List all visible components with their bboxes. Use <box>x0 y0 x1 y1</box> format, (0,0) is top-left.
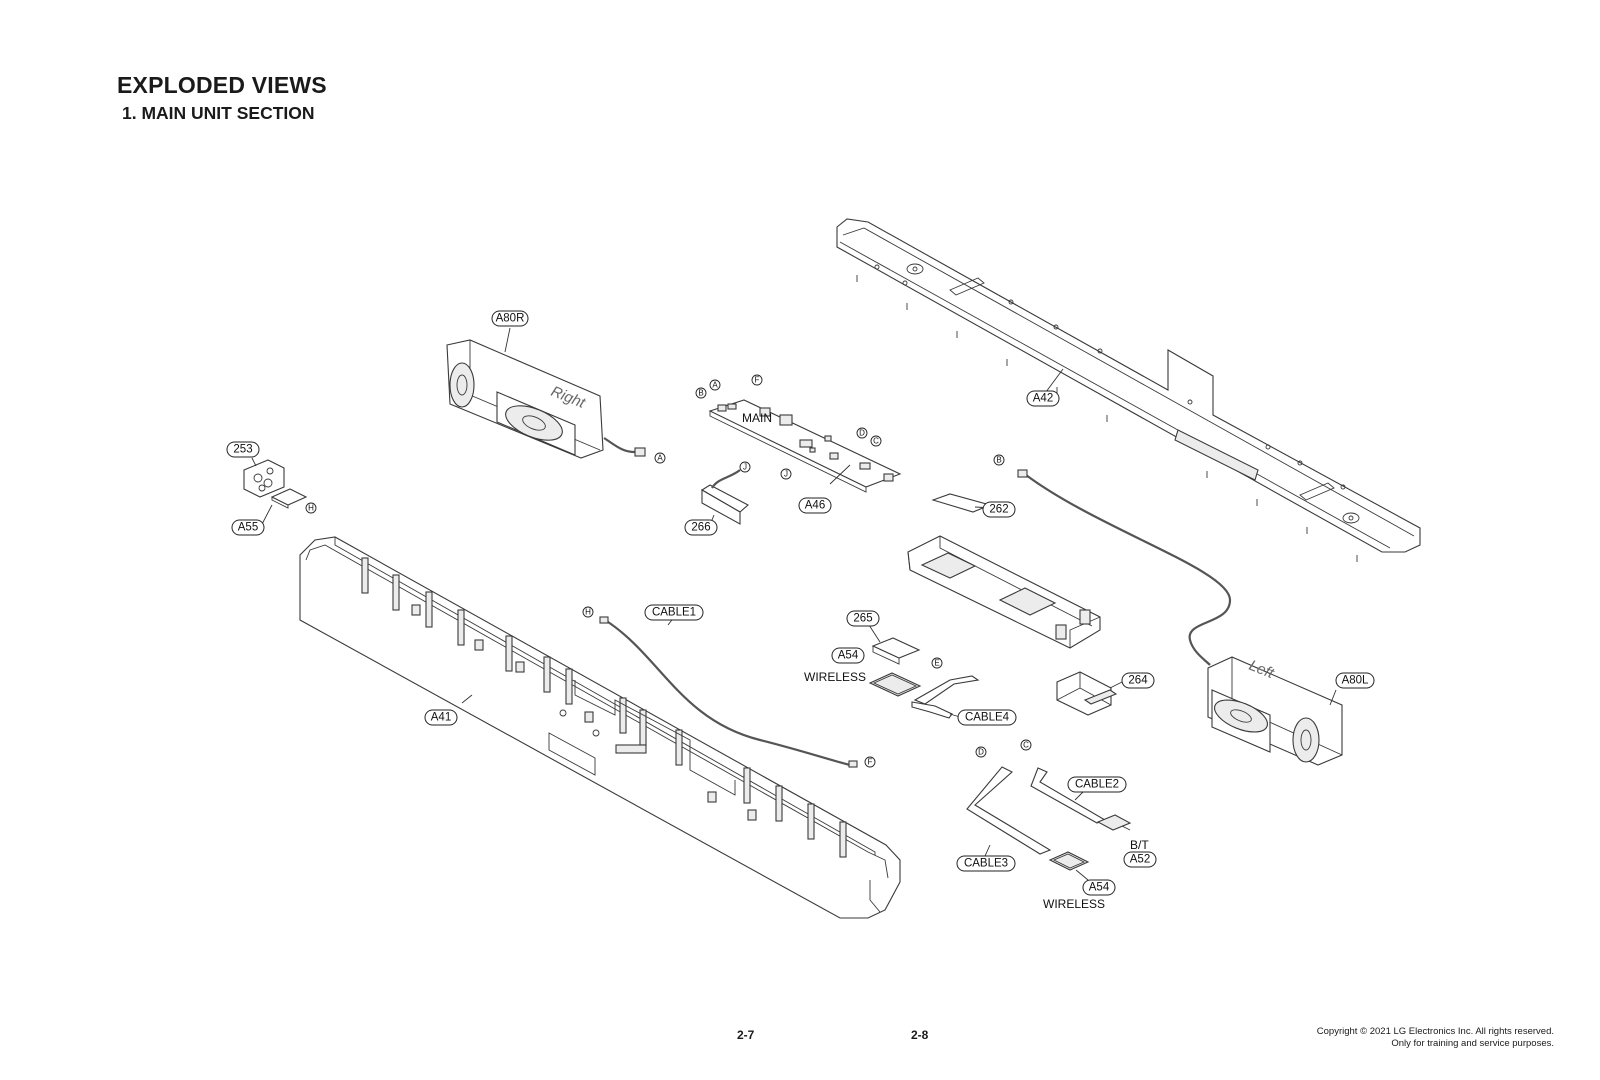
bt-label: B/T <box>1130 838 1149 852</box>
part-speaker-left-cable <box>1017 469 1232 666</box>
svg-text:262: 262 <box>989 504 1008 516</box>
callout-cable2: CABLE2 <box>1067 776 1127 793</box>
connector-j-board <box>780 468 792 480</box>
callout-253: 253 <box>226 441 260 458</box>
callout-a46: A46 <box>798 497 832 514</box>
callout-264: 264 <box>1121 672 1155 689</box>
callout-cable4: CABLE4 <box>957 709 1017 726</box>
svg-text:J: J <box>784 470 788 479</box>
connector-d-cable <box>975 746 987 758</box>
connector-b-board <box>695 387 707 399</box>
page-title: EXPLODED VIEWS <box>117 72 327 98</box>
svg-text:266: 266 <box>691 522 710 534</box>
wireless-label-top: WIRELESS <box>804 670 866 684</box>
copyright-notice: Copyright © 2021 LG Electronics Inc. All… <box>1317 1026 1554 1050</box>
part-264-bracket <box>1056 671 1123 716</box>
svg-text:B: B <box>996 456 1001 465</box>
svg-text:F: F <box>755 376 760 385</box>
connector-h-board <box>305 502 317 514</box>
part-a54-wireless-module-top <box>868 672 922 697</box>
wireless-label-bottom: WIRELESS <box>1043 897 1105 911</box>
svg-text:J: J <box>743 463 747 472</box>
svg-text:A52: A52 <box>1130 854 1150 866</box>
callout-cable3: CABLE3 <box>956 855 1016 872</box>
connector-c-board <box>870 435 882 447</box>
svg-text:B: B <box>698 389 703 398</box>
svg-text:A42: A42 <box>1033 393 1053 405</box>
section-subtitle: 1. MAIN UNIT SECTION <box>122 103 315 123</box>
page-number-right: 2-8 <box>911 1028 929 1042</box>
part-a41-front-housing <box>299 536 901 919</box>
part-cable3 <box>966 766 1052 857</box>
callout-a42: A42 <box>1026 390 1060 407</box>
connector-d-board <box>856 427 868 439</box>
connector-f-board <box>751 374 763 386</box>
callout-a54-top: A54 <box>831 647 865 664</box>
svg-text:A80R: A80R <box>496 313 525 325</box>
connector-j-part <box>739 461 751 473</box>
callout-a54-bottom: A54 <box>1082 879 1116 896</box>
svg-text:A: A <box>712 381 718 390</box>
svg-text:A41: A41 <box>431 712 451 724</box>
callout-cable1: CABLE1 <box>644 604 704 621</box>
part-a46-main-board: MAIN <box>708 399 902 493</box>
part-a54-wireless-module-bottom <box>1048 851 1090 881</box>
svg-text:A80L: A80L <box>1342 675 1369 687</box>
callout-a41: A41 <box>424 709 458 726</box>
callout-a52: A52 <box>1123 851 1157 868</box>
svg-text:A: A <box>657 454 663 463</box>
part-a55-key-board <box>259 488 308 529</box>
callout-a80l: A80L <box>1335 672 1375 689</box>
part-253-button-holder <box>243 457 285 498</box>
svg-text:F: F <box>868 758 873 767</box>
part-266-jack-module <box>700 469 749 526</box>
svg-text:C: C <box>873 437 879 446</box>
callout-265: 265 <box>846 610 880 627</box>
svg-text:H: H <box>585 608 591 617</box>
svg-text:D: D <box>859 429 865 438</box>
part-a80r-right-speaker: Right <box>446 327 646 459</box>
callout-a80r: A80R <box>491 310 529 327</box>
copyright-line: Copyright © 2021 LG Electronics Inc. All… <box>1316 1026 1554 1037</box>
svg-text:A54: A54 <box>838 650 859 662</box>
part-a52-bt-module <box>1096 814 1132 831</box>
svg-text:CABLE1: CABLE1 <box>652 607 696 619</box>
connector-h-cable <box>582 606 594 618</box>
svg-text:CABLE3: CABLE3 <box>964 858 1008 870</box>
connector-a-board <box>709 379 721 391</box>
part-cable4 <box>911 675 980 719</box>
connector-c-cable <box>1020 739 1032 751</box>
page-number-left: 2-7 <box>737 1028 755 1042</box>
svg-text:265: 265 <box>853 613 872 625</box>
svg-text:CABLE4: CABLE4 <box>965 712 1010 724</box>
svg-text:CABLE2: CABLE2 <box>1075 779 1119 791</box>
part-a80l-left-speaker: Left <box>1207 656 1343 766</box>
callout-a55: A55 <box>231 519 265 536</box>
svg-text:A46: A46 <box>805 500 825 512</box>
part-cable2 <box>1030 767 1107 824</box>
svg-text:C: C <box>1023 741 1029 750</box>
svg-text:253: 253 <box>233 444 252 456</box>
main-board-label: MAIN <box>742 411 772 425</box>
connector-a-speaker <box>654 452 666 464</box>
svg-text:D: D <box>978 748 984 757</box>
svg-text:E: E <box>934 659 939 668</box>
callout-262: 262 <box>982 501 1016 518</box>
connector-f-cable <box>864 756 876 768</box>
callout-labels: A80R A42 A46 253 A55 266 262 A41 <box>226 310 1375 896</box>
connector-e-cable <box>931 657 943 669</box>
usage-line: Only for training and service purposes. <box>1391 1038 1554 1049</box>
svg-text:264: 264 <box>1128 675 1148 687</box>
part-262-frame-bracket <box>907 493 1101 649</box>
part-265-wireless-shield <box>868 624 921 665</box>
svg-text:H: H <box>308 504 314 513</box>
part-a42-rear-cover <box>836 218 1421 562</box>
svg-text:A55: A55 <box>238 522 258 534</box>
callout-266: 266 <box>684 519 718 536</box>
svg-text:A54: A54 <box>1089 882 1110 894</box>
connector-markers: A A B F D C J J H H F B E D C <box>305 374 1032 768</box>
connector-b-cable <box>993 454 1005 466</box>
